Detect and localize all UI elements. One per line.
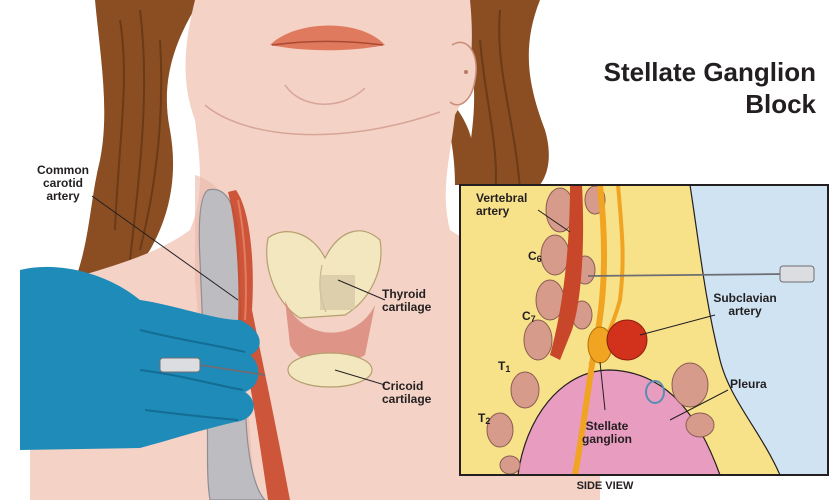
title-line-2: Block [745,88,816,120]
label-c7: C7 [522,310,536,326]
cricoid-cartilage [288,353,372,387]
inset-side-view [460,185,828,475]
label-side-view: SIDE VIEW [560,480,650,493]
thyroid-shadow [320,275,355,310]
syringe-hub [160,358,200,372]
label-pleura: Pleura [730,378,767,391]
label-cricoid-cartilage: Cricoid cartilage [382,380,431,406]
label-c6: C6 [528,250,542,266]
earring [464,70,468,74]
title-line-1: Stellate Ganglion [604,56,816,88]
inset-needle-hub [780,266,814,282]
label-vertebral-artery: Vertebral artery [476,192,527,218]
label-subclavian-artery: Subclavian artery [705,292,785,318]
label-thyroid-cartilage: Thyroid cartilage [382,288,431,314]
label-t1: T1 [498,360,510,376]
label-common-carotid-artery: Common carotid artery [30,164,96,203]
label-t2: T2 [478,412,490,428]
label-stellate-ganglion: Stellate ganglion [572,420,642,446]
inset-subclavian-artery [607,320,647,360]
